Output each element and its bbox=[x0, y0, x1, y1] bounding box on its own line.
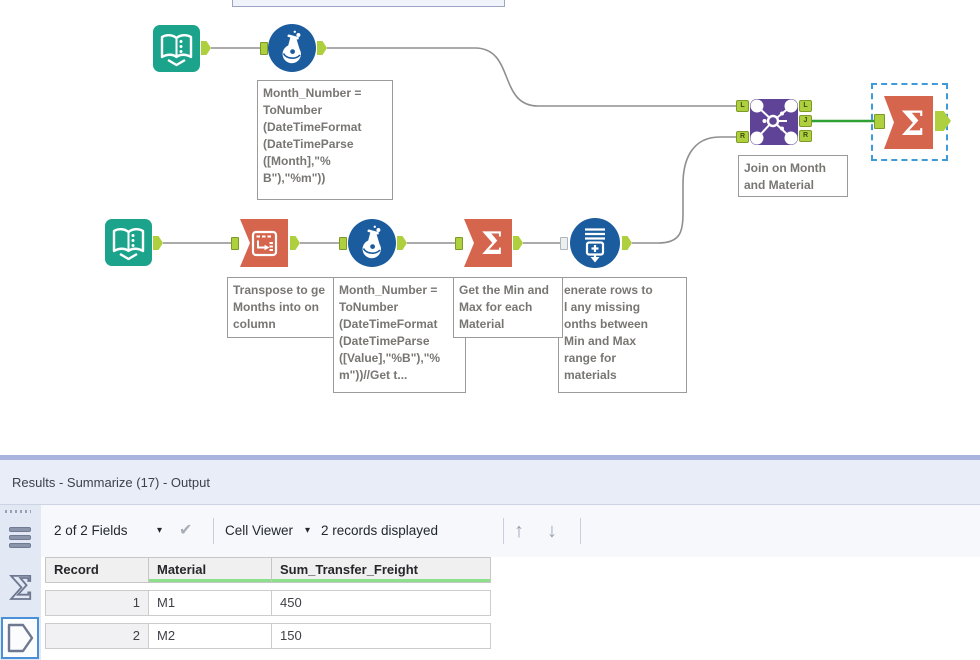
results-pane-title: Results - Summarize (17) - Output bbox=[0, 460, 980, 505]
input-data-tool-2[interactable] bbox=[105, 219, 152, 266]
column-header-material[interactable]: Material bbox=[148, 557, 272, 583]
formula-icon bbox=[268, 24, 316, 72]
summarize-tool-glyph-icon[interactable]: Σ bbox=[3, 567, 39, 607]
formula1-output-anchor[interactable] bbox=[317, 41, 327, 55]
arrow-up-icon[interactable]: ↑ bbox=[514, 520, 524, 542]
output-anchor-button-selected[interactable] bbox=[1, 617, 39, 659]
material-cell[interactable]: M2 bbox=[148, 623, 272, 649]
summarize-icon: Σ bbox=[464, 219, 512, 267]
input-data-tool-1[interactable] bbox=[153, 25, 200, 72]
table-row: 1 M1 450 bbox=[45, 590, 491, 616]
formula-tool-2[interactable] bbox=[348, 219, 396, 267]
transpose-output-anchor[interactable] bbox=[290, 236, 300, 250]
arrow-down-icon[interactable]: ↓ bbox=[547, 520, 557, 542]
table-row: 2 M2 150 bbox=[45, 623, 491, 649]
sum-transfer-freight-cell[interactable]: 450 bbox=[271, 590, 491, 616]
transpose-icon bbox=[240, 219, 288, 267]
sum-transfer-freight-cell[interactable]: 150 bbox=[271, 623, 491, 649]
column-header-record[interactable]: Record bbox=[45, 557, 149, 583]
canvas-partial-box bbox=[232, 0, 505, 7]
summarize-tool-2-selected[interactable]: Σ bbox=[884, 96, 933, 149]
join-tool[interactable] bbox=[750, 99, 798, 145]
summarize2-output-anchor[interactable] bbox=[935, 111, 951, 131]
join-output-l-anchor[interactable]: L bbox=[799, 100, 812, 112]
transpose-tool[interactable] bbox=[240, 219, 288, 267]
results-toolbar: 2 of 2 Fields ▾ ✔ Cell Viewer ▾ 2 record… bbox=[0, 505, 980, 557]
svg-text:Σ: Σ bbox=[481, 226, 503, 262]
grid-view-icon[interactable] bbox=[9, 527, 31, 551]
record-number-cell[interactable]: 2 bbox=[45, 623, 149, 649]
toolbar-divider bbox=[503, 518, 504, 544]
formula2-input-anchor[interactable] bbox=[339, 237, 347, 250]
summarize2-input-anchor[interactable] bbox=[874, 114, 885, 129]
annotation-summarize1: Get the Min and Max for each Material bbox=[453, 277, 563, 338]
material-cell[interactable]: M1 bbox=[148, 590, 272, 616]
formula-tool-1[interactable] bbox=[268, 24, 316, 72]
input2-output-anchor[interactable] bbox=[153, 236, 163, 250]
summarize1-output-anchor[interactable] bbox=[513, 236, 523, 250]
records-displayed-label: 2 records displayed bbox=[321, 523, 439, 538]
formula1-input-anchor[interactable] bbox=[260, 42, 268, 55]
input-data-icon bbox=[153, 25, 200, 72]
output-anchor-icon bbox=[7, 623, 34, 653]
grip-dots-icon[interactable] bbox=[5, 510, 31, 513]
annotation-transpose: Transpose to ge Months into on column bbox=[227, 277, 334, 338]
generate-rows-icon bbox=[570, 218, 620, 268]
join-output-j-anchor[interactable]: J bbox=[799, 115, 812, 127]
input1-output-anchor[interactable] bbox=[201, 41, 211, 55]
fields-dropdown[interactable]: 2 of 2 Fields bbox=[54, 523, 128, 538]
record-number-cell[interactable]: 1 bbox=[45, 590, 149, 616]
svg-text:Σ: Σ bbox=[900, 104, 924, 144]
join-input-right-anchor[interactable]: R bbox=[736, 131, 749, 143]
toolbar-divider bbox=[580, 518, 581, 544]
summarize1-input-anchor[interactable] bbox=[455, 237, 463, 250]
apply-checkmark-icon[interactable]: ✔ bbox=[179, 522, 193, 539]
annotation-formula2: Month_Number = ToNumber (DateTimeFormat … bbox=[333, 277, 466, 393]
summarize-tool-1[interactable]: Σ bbox=[464, 219, 512, 267]
wire-genrows-join-r bbox=[632, 136, 736, 244]
genrows-input-anchor[interactable] bbox=[560, 237, 568, 250]
results-left-strip: Σ bbox=[0, 505, 41, 660]
cell-viewer-dropdown[interactable]: Cell Viewer bbox=[225, 523, 294, 538]
generate-rows-tool[interactable] bbox=[570, 218, 620, 268]
caret-down-icon[interactable]: ▾ bbox=[305, 525, 311, 536]
annotation-generate-rows: enerate rows to l any missing onths betw… bbox=[558, 277, 687, 393]
input-data-icon bbox=[105, 219, 152, 266]
grid-header-row: Record Material Sum_Transfer_Freight bbox=[45, 557, 491, 583]
genrows-output-anchor[interactable] bbox=[622, 236, 632, 250]
results-data-grid: Record Material Sum_Transfer_Freight 1 M… bbox=[45, 557, 491, 649]
join-output-r-anchor[interactable]: R bbox=[799, 130, 812, 142]
annotation-formula1: Month_Number = ToNumber (DateTimeFormat … bbox=[257, 80, 393, 200]
join-icon bbox=[750, 99, 798, 145]
formula2-output-anchor[interactable] bbox=[397, 236, 407, 250]
summarize-icon: Σ bbox=[884, 96, 933, 149]
column-header-sum-transfer-freight[interactable]: Sum_Transfer_Freight bbox=[271, 557, 491, 583]
caret-down-icon[interactable]: ▾ bbox=[157, 525, 163, 536]
workflow-canvas[interactable]: Σ L R bbox=[0, 0, 980, 455]
join-input-left-anchor[interactable]: L bbox=[736, 100, 749, 112]
toolbar-divider bbox=[213, 518, 214, 544]
svg-text:Σ: Σ bbox=[10, 569, 33, 607]
annotation-join: Join on Month and Material bbox=[738, 155, 848, 197]
pane-splitter[interactable] bbox=[0, 455, 980, 460]
transpose-input-anchor[interactable] bbox=[231, 237, 239, 250]
formula-icon bbox=[348, 219, 396, 267]
